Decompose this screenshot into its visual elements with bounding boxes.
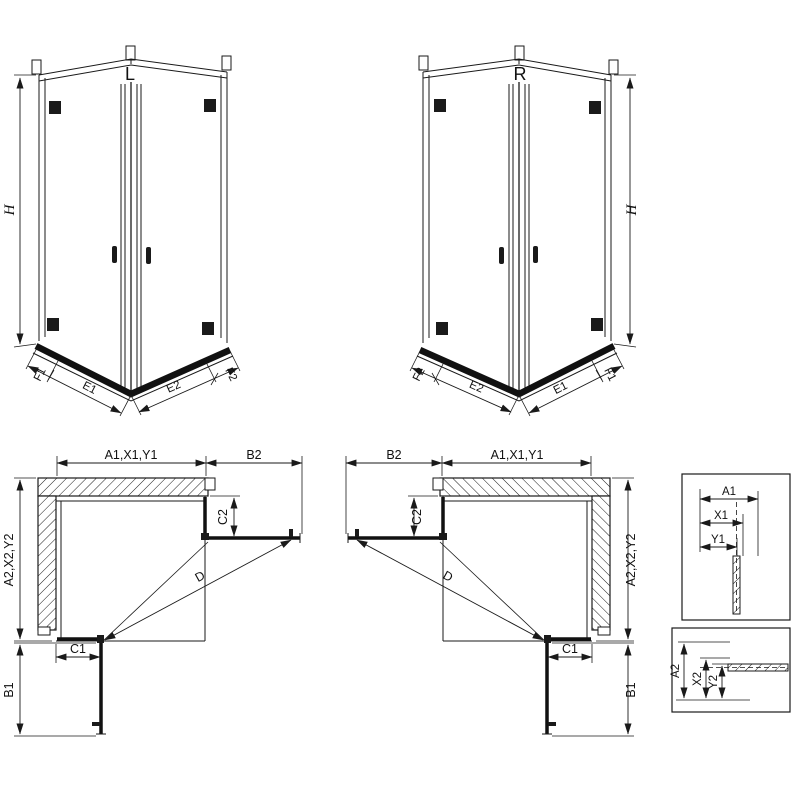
dim-label-depth-right: A2,X2,Y2 [624,534,638,587]
dim-label-e2-left: E2 [165,379,183,396]
dim-label-width-left: A1,X1,Y1 [105,448,158,462]
dim-label-a1-detail: A1 [722,486,736,498]
dim-label-c2-right: C2 [410,509,424,525]
dim-label-y1-detail: Y1 [711,534,725,546]
dim-label-b2-left: B2 [246,448,261,462]
dim-label-b2-right: B2 [386,448,401,462]
dim-label-h-right: H [624,203,640,216]
dim-label-f2-left: F2 [222,366,239,383]
dim-label-depth-left: A2,X2,Y2 [2,534,16,587]
dim-label-width-right: A1,X1,Y1 [491,448,544,462]
dim-label-e1-left: E1 [80,380,98,397]
dim-label-c1-right: C1 [562,642,578,656]
dim-label-b1-left: B1 [2,682,16,697]
dim-label-e2-right: E2 [467,379,485,396]
dim-label-a2-detail: A2 [670,664,682,678]
iso-view-right: R H F2 E2 E1 F1 [410,46,640,416]
dim-label-x1-detail: X1 [714,510,728,522]
dim-label-f2-right: F2 [411,366,428,383]
dim-label-f1-left: F1 [32,366,49,383]
plan-view-right: A1,X1,Y1 B2 C2 A2,X2,Y2 B1 C1 D [346,448,638,736]
dim-label-h-left: H [2,203,18,216]
dim-label-f1-right: F1 [601,366,618,383]
detail-box-horizontal-profile: A2 X2 Y2 [670,627,791,713]
dim-label-c2-left: C2 [216,509,230,525]
dim-label-e1-right: E1 [552,380,570,397]
detail-box-vertical-profile: A1 X1 Y1 [681,473,791,621]
iso-right-label: R [514,64,527,84]
iso-left-label: L [125,64,135,84]
dim-label-b1-right: B1 [624,682,638,697]
dim-label-c1-left: C1 [70,642,86,656]
plan-view-left: A1,X1,Y1 B2 C2 A2,X2,Y2 B1 C1 D [2,448,302,736]
dim-label-x2-detail: X2 [692,672,704,686]
iso-view-left: L H F1 E1 E2 F2 [2,46,240,416]
dim-label-y2-detail: Y2 [708,675,720,689]
